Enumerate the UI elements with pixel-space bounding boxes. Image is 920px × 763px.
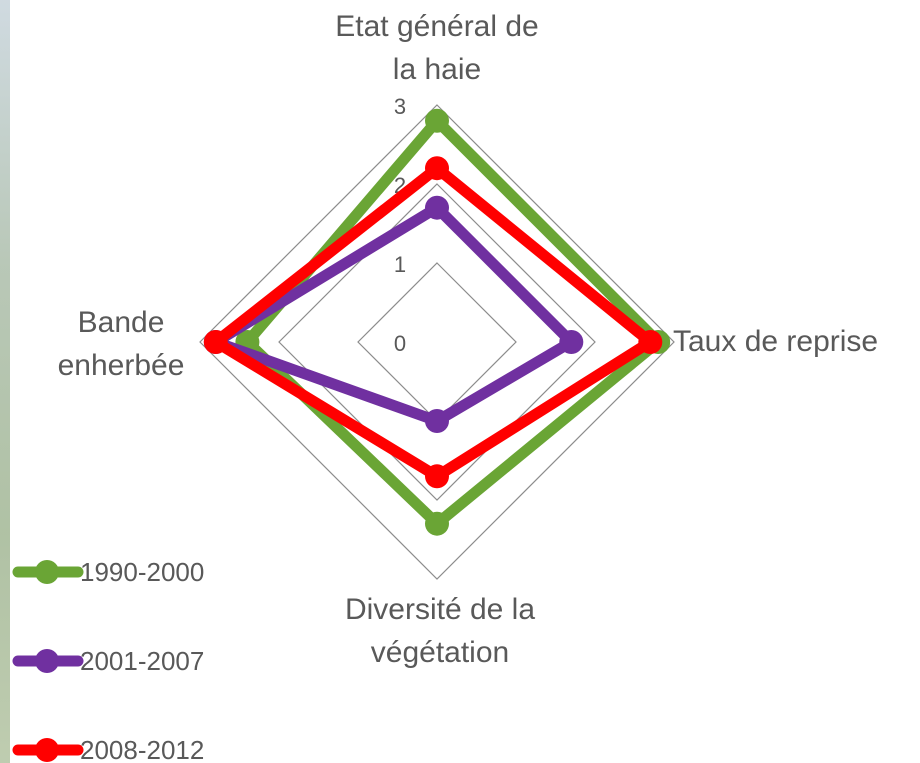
legend: 1990-2000 2001-2007 2008-2012 (12, 557, 204, 763)
axis-label-top: la haie (393, 53, 481, 86)
radial-tick-label: 1 (394, 252, 406, 277)
legend-swatch-marker (35, 738, 59, 762)
axis-label-top: Etat général de (335, 10, 538, 43)
legend-swatch-marker (35, 649, 59, 673)
legend-label: 2001-2007 (80, 646, 204, 676)
data-series (203, 108, 671, 536)
data-point (203, 330, 228, 354)
legend-item: 2001-2007 (12, 646, 204, 676)
legend-item: 1990-2000 (12, 557, 204, 587)
data-point (638, 330, 663, 354)
legend-item: 2008-2012 (12, 735, 204, 763)
grid-ring-3 (199, 104, 675, 580)
axis-label-bottom: végétation (371, 636, 509, 669)
axis-label-left: enherbée (58, 349, 185, 382)
radial-tick-label: 0 (394, 331, 406, 356)
legend-label: 1990-2000 (80, 557, 204, 587)
data-point (425, 156, 449, 181)
data-point (425, 464, 449, 489)
legend-swatch-marker (35, 560, 59, 584)
series-2001-2007 (203, 195, 584, 433)
axis-label-right: Taux de reprise (673, 325, 878, 358)
axis-label-bottom: Diversité de la (345, 593, 535, 626)
series-2008-2012 (203, 156, 663, 489)
data-point (559, 330, 584, 354)
background-photo-edge (0, 0, 10, 763)
legend-label: 2008-2012 (80, 735, 204, 763)
grid-ring-2 (278, 183, 596, 501)
data-point (425, 409, 449, 433)
data-point (425, 511, 449, 536)
radial-tick-label: 3 (394, 94, 406, 119)
axis-label-left: Bande (78, 306, 165, 339)
data-point (425, 195, 449, 220)
data-point (425, 108, 449, 133)
